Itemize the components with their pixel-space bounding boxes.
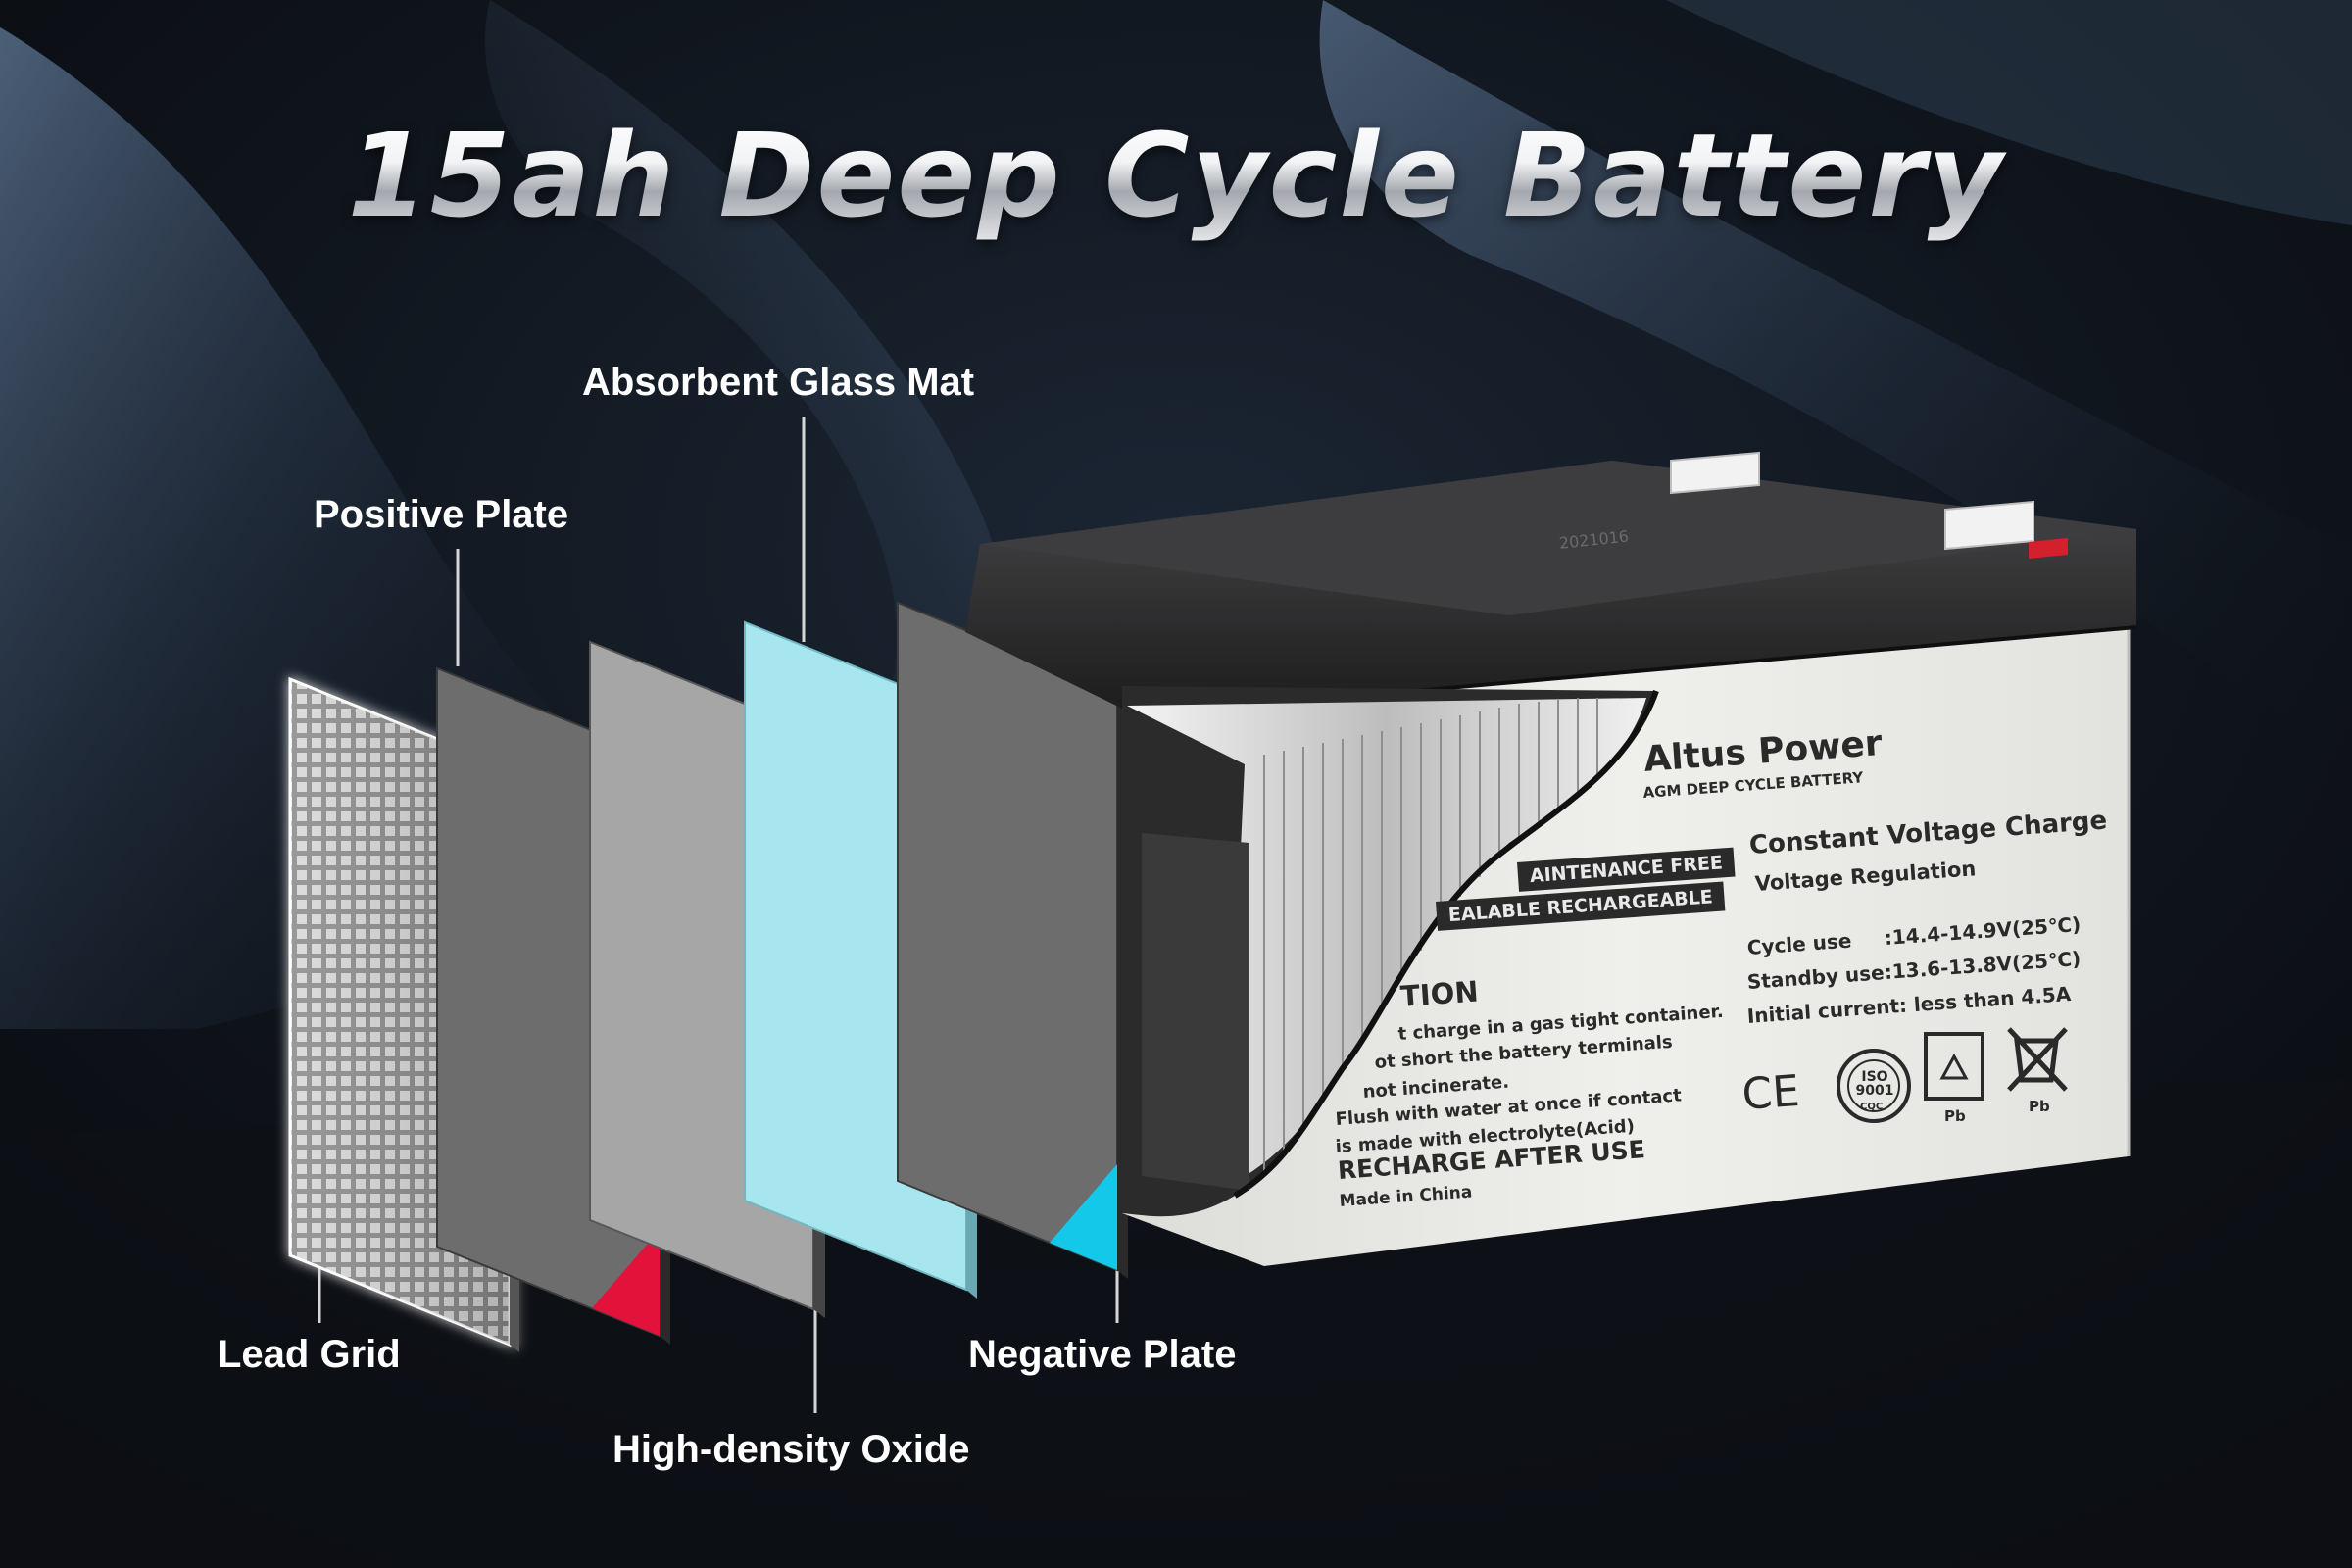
silk-wave-center [484, 0, 1001, 745]
inner-dark-plate [1142, 833, 1250, 1191]
cell-plate-lines [1263, 698, 1598, 1171]
terminal-positive [1944, 500, 2034, 551]
label-absorbent-glass-mat: Absorbent Glass Mat [582, 361, 975, 404]
negative-plate [897, 601, 1128, 1279]
page-title: 15ah Deep Cycle Battery [0, 108, 2352, 243]
terminal-negative [1670, 451, 1760, 495]
negative-plate-accent [1050, 1164, 1117, 1270]
iso-icon [1837, 1049, 1911, 1123]
pb-label-recycle: Pb [1944, 1107, 1966, 1125]
cell-plates [1127, 698, 1646, 1186]
pb-label-dispose: Pb [2029, 1098, 2050, 1115]
terminal-positive-mark [2029, 538, 2068, 559]
iso-mark: ISO 9001 [1855, 1069, 1894, 1099]
cutaway-edge [1233, 689, 1659, 1199]
battery [965, 451, 2137, 1266]
label-high-density-oxide: High-density Oxide [612, 1428, 970, 1471]
no-dispose-pb-icon [2007, 1027, 2068, 1092]
iso-sub: CQC [1860, 1102, 1884, 1112]
recycle-pb-icon [1924, 1032, 1984, 1101]
silk-wave-top-right [1666, 0, 2352, 225]
positive-plate-accent [592, 1230, 660, 1336]
label-negative-plate: Negative Plate [968, 1333, 1237, 1376]
label-positive-plate: Positive Plate [314, 493, 569, 536]
caution-heading: TION [1399, 974, 1480, 1013]
label-lead-grid: Lead Grid [218, 1333, 401, 1376]
ce-mark: CE [1740, 1065, 1801, 1120]
